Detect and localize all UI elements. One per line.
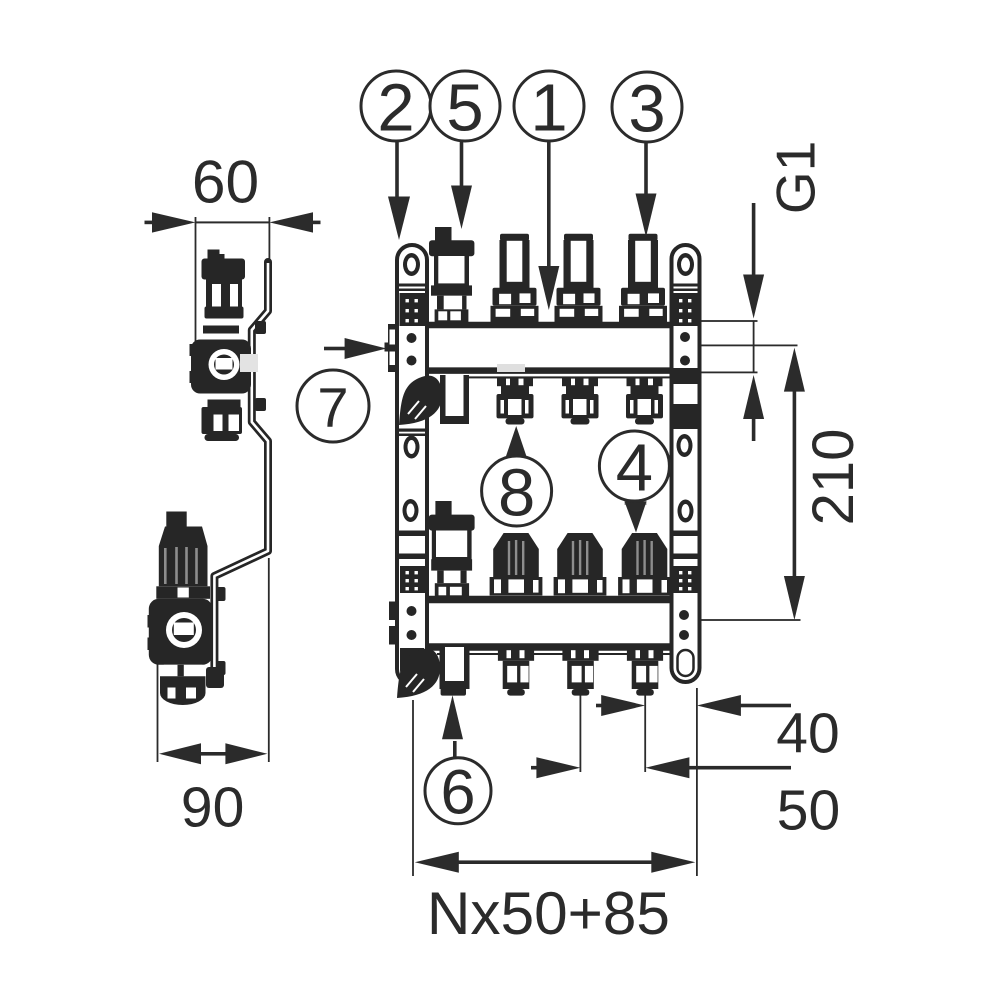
svg-text:7: 7 (317, 376, 348, 439)
svg-text:50: 50 (777, 778, 840, 842)
svg-text:4: 4 (616, 431, 653, 506)
svg-text:6: 6 (440, 758, 475, 828)
svg-text:5: 5 (446, 71, 483, 146)
svg-text:G1: G1 (765, 141, 827, 214)
svg-text:1: 1 (530, 71, 567, 146)
svg-text:3: 3 (628, 72, 665, 147)
svg-text:40: 40 (776, 701, 839, 765)
svg-text:90: 90 (181, 775, 244, 839)
svg-text:Nx50+85: Nx50+85 (427, 879, 670, 947)
svg-text:8: 8 (498, 456, 535, 531)
svg-text:2: 2 (377, 71, 414, 146)
svg-text:210: 210 (801, 429, 866, 526)
svg-text:60: 60 (192, 148, 259, 216)
